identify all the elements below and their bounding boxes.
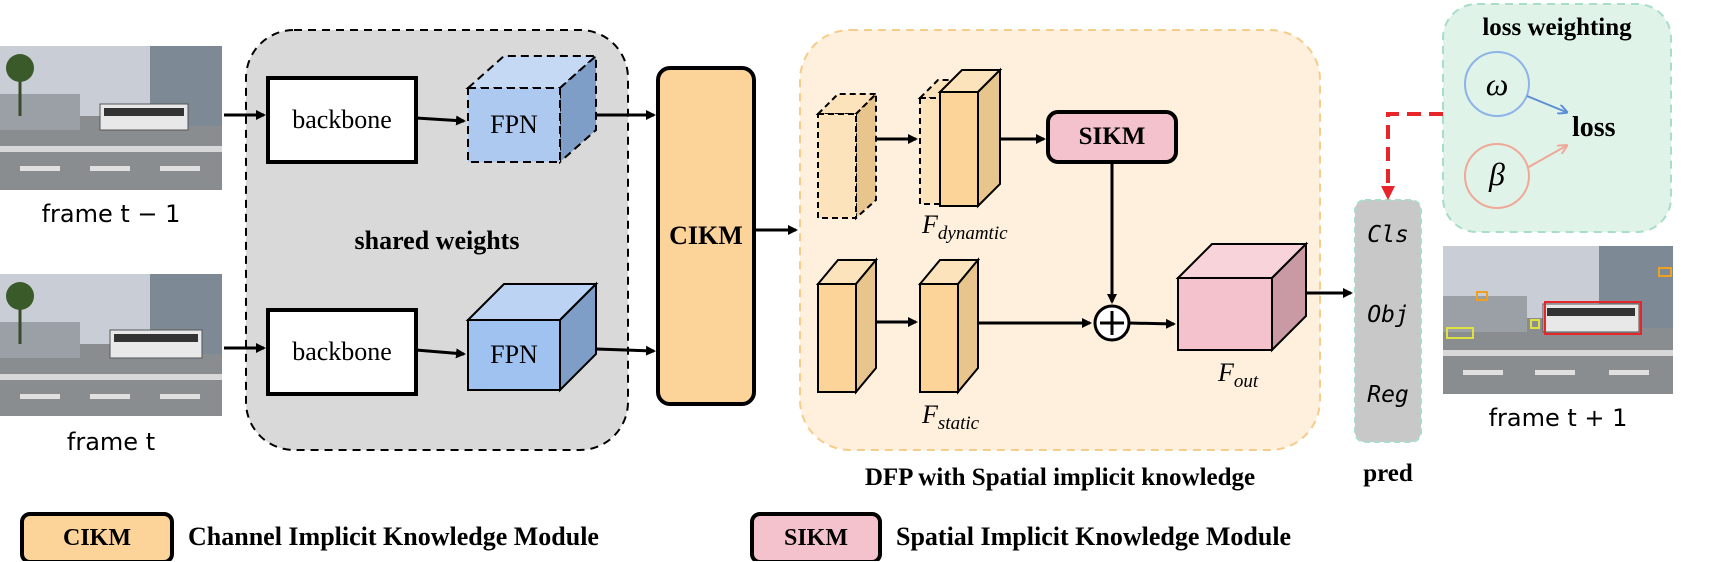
beta-symbol: β	[1489, 156, 1505, 192]
cikm-label: CIKM	[669, 221, 743, 250]
backbone-label-bottom: backbone	[292, 337, 392, 366]
omega-symbol: ω	[1485, 66, 1509, 102]
f-out-sub: out	[1233, 371, 1259, 393]
frame-photo-curr	[0, 274, 222, 416]
loss-label: loss	[1572, 112, 1616, 143]
feature-slab-dashed	[815, 91, 879, 221]
legend-cikm-swatch	[20, 512, 174, 561]
frame-photo-prev	[0, 46, 222, 190]
fpn-cube-solid	[465, 281, 599, 393]
dfp-title: DFP with Spatial implicit knowledge	[864, 464, 1256, 491]
fpn-label-top: FPN	[490, 110, 538, 139]
pred-item-cls: Cls	[1367, 222, 1409, 248]
cikm-main-box	[656, 66, 756, 406]
f-static-label: Fstatic	[922, 400, 979, 435]
pred-region	[1354, 199, 1422, 443]
pred-title: pred	[1363, 460, 1413, 487]
f-out-symbol: F	[1218, 358, 1234, 387]
backbone-box-top	[266, 76, 418, 164]
sikm-label: SIKM	[1078, 123, 1146, 150]
frame-label-curr: frame t	[66, 428, 156, 456]
backbone-box-bottom	[266, 308, 418, 396]
pred-item-obj: Obj	[1367, 302, 1409, 328]
loss-weighting-region	[1442, 3, 1672, 233]
frame-photo-next	[1443, 246, 1673, 394]
backbone-label-top: backbone	[292, 105, 392, 134]
beta-circle	[1464, 143, 1530, 209]
feature-slab-static-2	[917, 257, 981, 395]
feedback-arrow	[1381, 112, 1443, 200]
legend-sikm-key: SIKM	[783, 524, 848, 551]
fpn-cube-dashed	[465, 53, 599, 165]
f-out-cube	[1175, 241, 1309, 353]
feature-slab-dynamic	[917, 67, 1003, 209]
legend-cikm-text: Channel Implicit Knowledge Module	[188, 522, 599, 551]
frame-label-prev: frame t − 1	[41, 200, 181, 228]
fpn-label-bottom: FPN	[490, 340, 538, 369]
f-static-sub: static	[937, 413, 980, 435]
f-static-symbol: F	[922, 400, 938, 429]
legend-sikm-swatch	[750, 512, 882, 561]
frame-label-next: frame t + 1	[1488, 404, 1628, 432]
legend-sikm-text: Spatial Implicit Knowledge Module	[896, 522, 1292, 551]
f-dynamic-symbol: F	[922, 210, 938, 239]
f-dynamic-sub: dynamtic	[937, 223, 1008, 245]
pred-item-reg: Reg	[1367, 382, 1409, 408]
legend-cikm-key: CIKM	[63, 524, 131, 551]
loss-weighting-title: loss weighting	[1482, 14, 1632, 41]
shared-weights-title: shared weights	[354, 226, 520, 255]
omega-circle	[1464, 51, 1530, 117]
f-out-label: Fout	[1218, 358, 1258, 393]
f-dynamic-label: Fdynamtic	[922, 210, 1008, 245]
feature-slab-static-1	[815, 257, 879, 395]
